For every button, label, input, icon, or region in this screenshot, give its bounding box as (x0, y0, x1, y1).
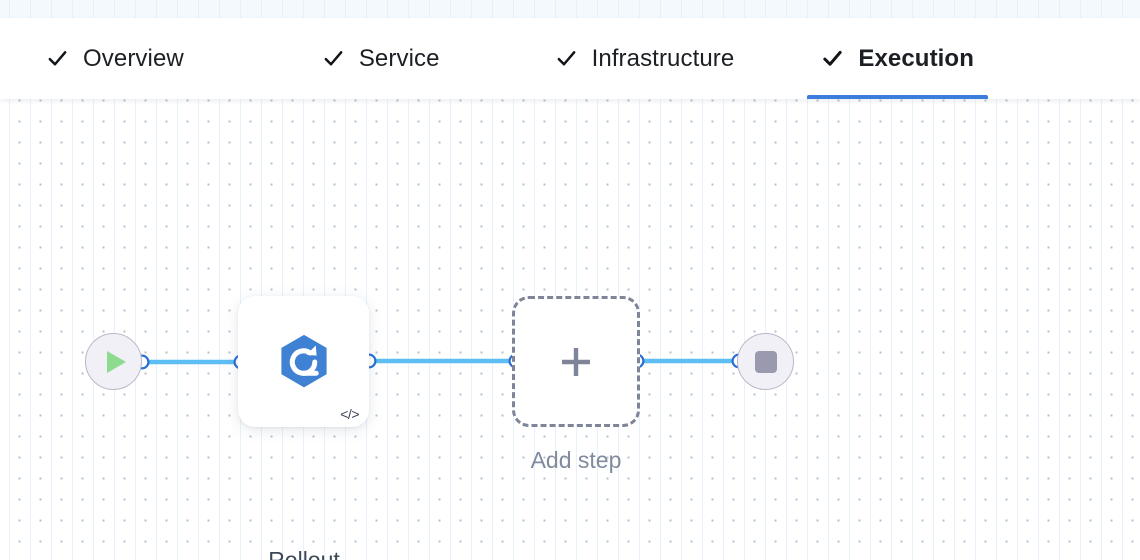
wizard-tab-bar: Overview Service Infrastructure Executio… (0, 18, 990, 99)
check-icon (557, 51, 575, 66)
plus-icon (562, 347, 590, 376)
tab-execution-label: Execution (858, 44, 974, 72)
tab-infrastructure-label: Infrastructure (591, 44, 735, 72)
pipeline-add-step-node[interactable] (512, 296, 640, 427)
tab-active-underline (807, 95, 988, 99)
tab-execution[interactable]: Execution (805, 18, 990, 99)
tab-overview-label: Overview (83, 44, 184, 72)
stop-icon (754, 350, 777, 373)
tab-overview[interactable]: Overview (30, 18, 200, 99)
pipeline-canvas[interactable]: </> Rollout Deployment Add step (0, 99, 1140, 560)
tab-infrastructure[interactable]: Infrastructure (539, 18, 751, 99)
pipeline-step-rollout-deployment[interactable]: </> (238, 296, 369, 427)
canvas-top-strip (0, 0, 1140, 18)
add-step-button[interactable] (512, 296, 640, 427)
code-icon: </> (340, 406, 359, 422)
rollout-deployment-card[interactable]: </> (238, 296, 369, 427)
tab-service-label: Service (358, 44, 440, 72)
tab-service[interactable]: Service (306, 18, 456, 99)
pipeline-graph: </> Rollout Deployment Add step (0, 99, 1140, 560)
play-icon (107, 350, 126, 373)
check-icon (324, 51, 343, 66)
check-icon (48, 51, 67, 66)
end-node-circle[interactable] (737, 333, 794, 390)
start-node-circle[interactable] (85, 333, 142, 390)
check-icon (823, 50, 843, 66)
pipeline-start-node[interactable] (85, 333, 142, 390)
pipeline-end-node[interactable] (737, 333, 794, 390)
wizard-header: Overview Service Infrastructure Executio… (0, 18, 1140, 99)
rollout-deployment-icon (280, 334, 327, 387)
